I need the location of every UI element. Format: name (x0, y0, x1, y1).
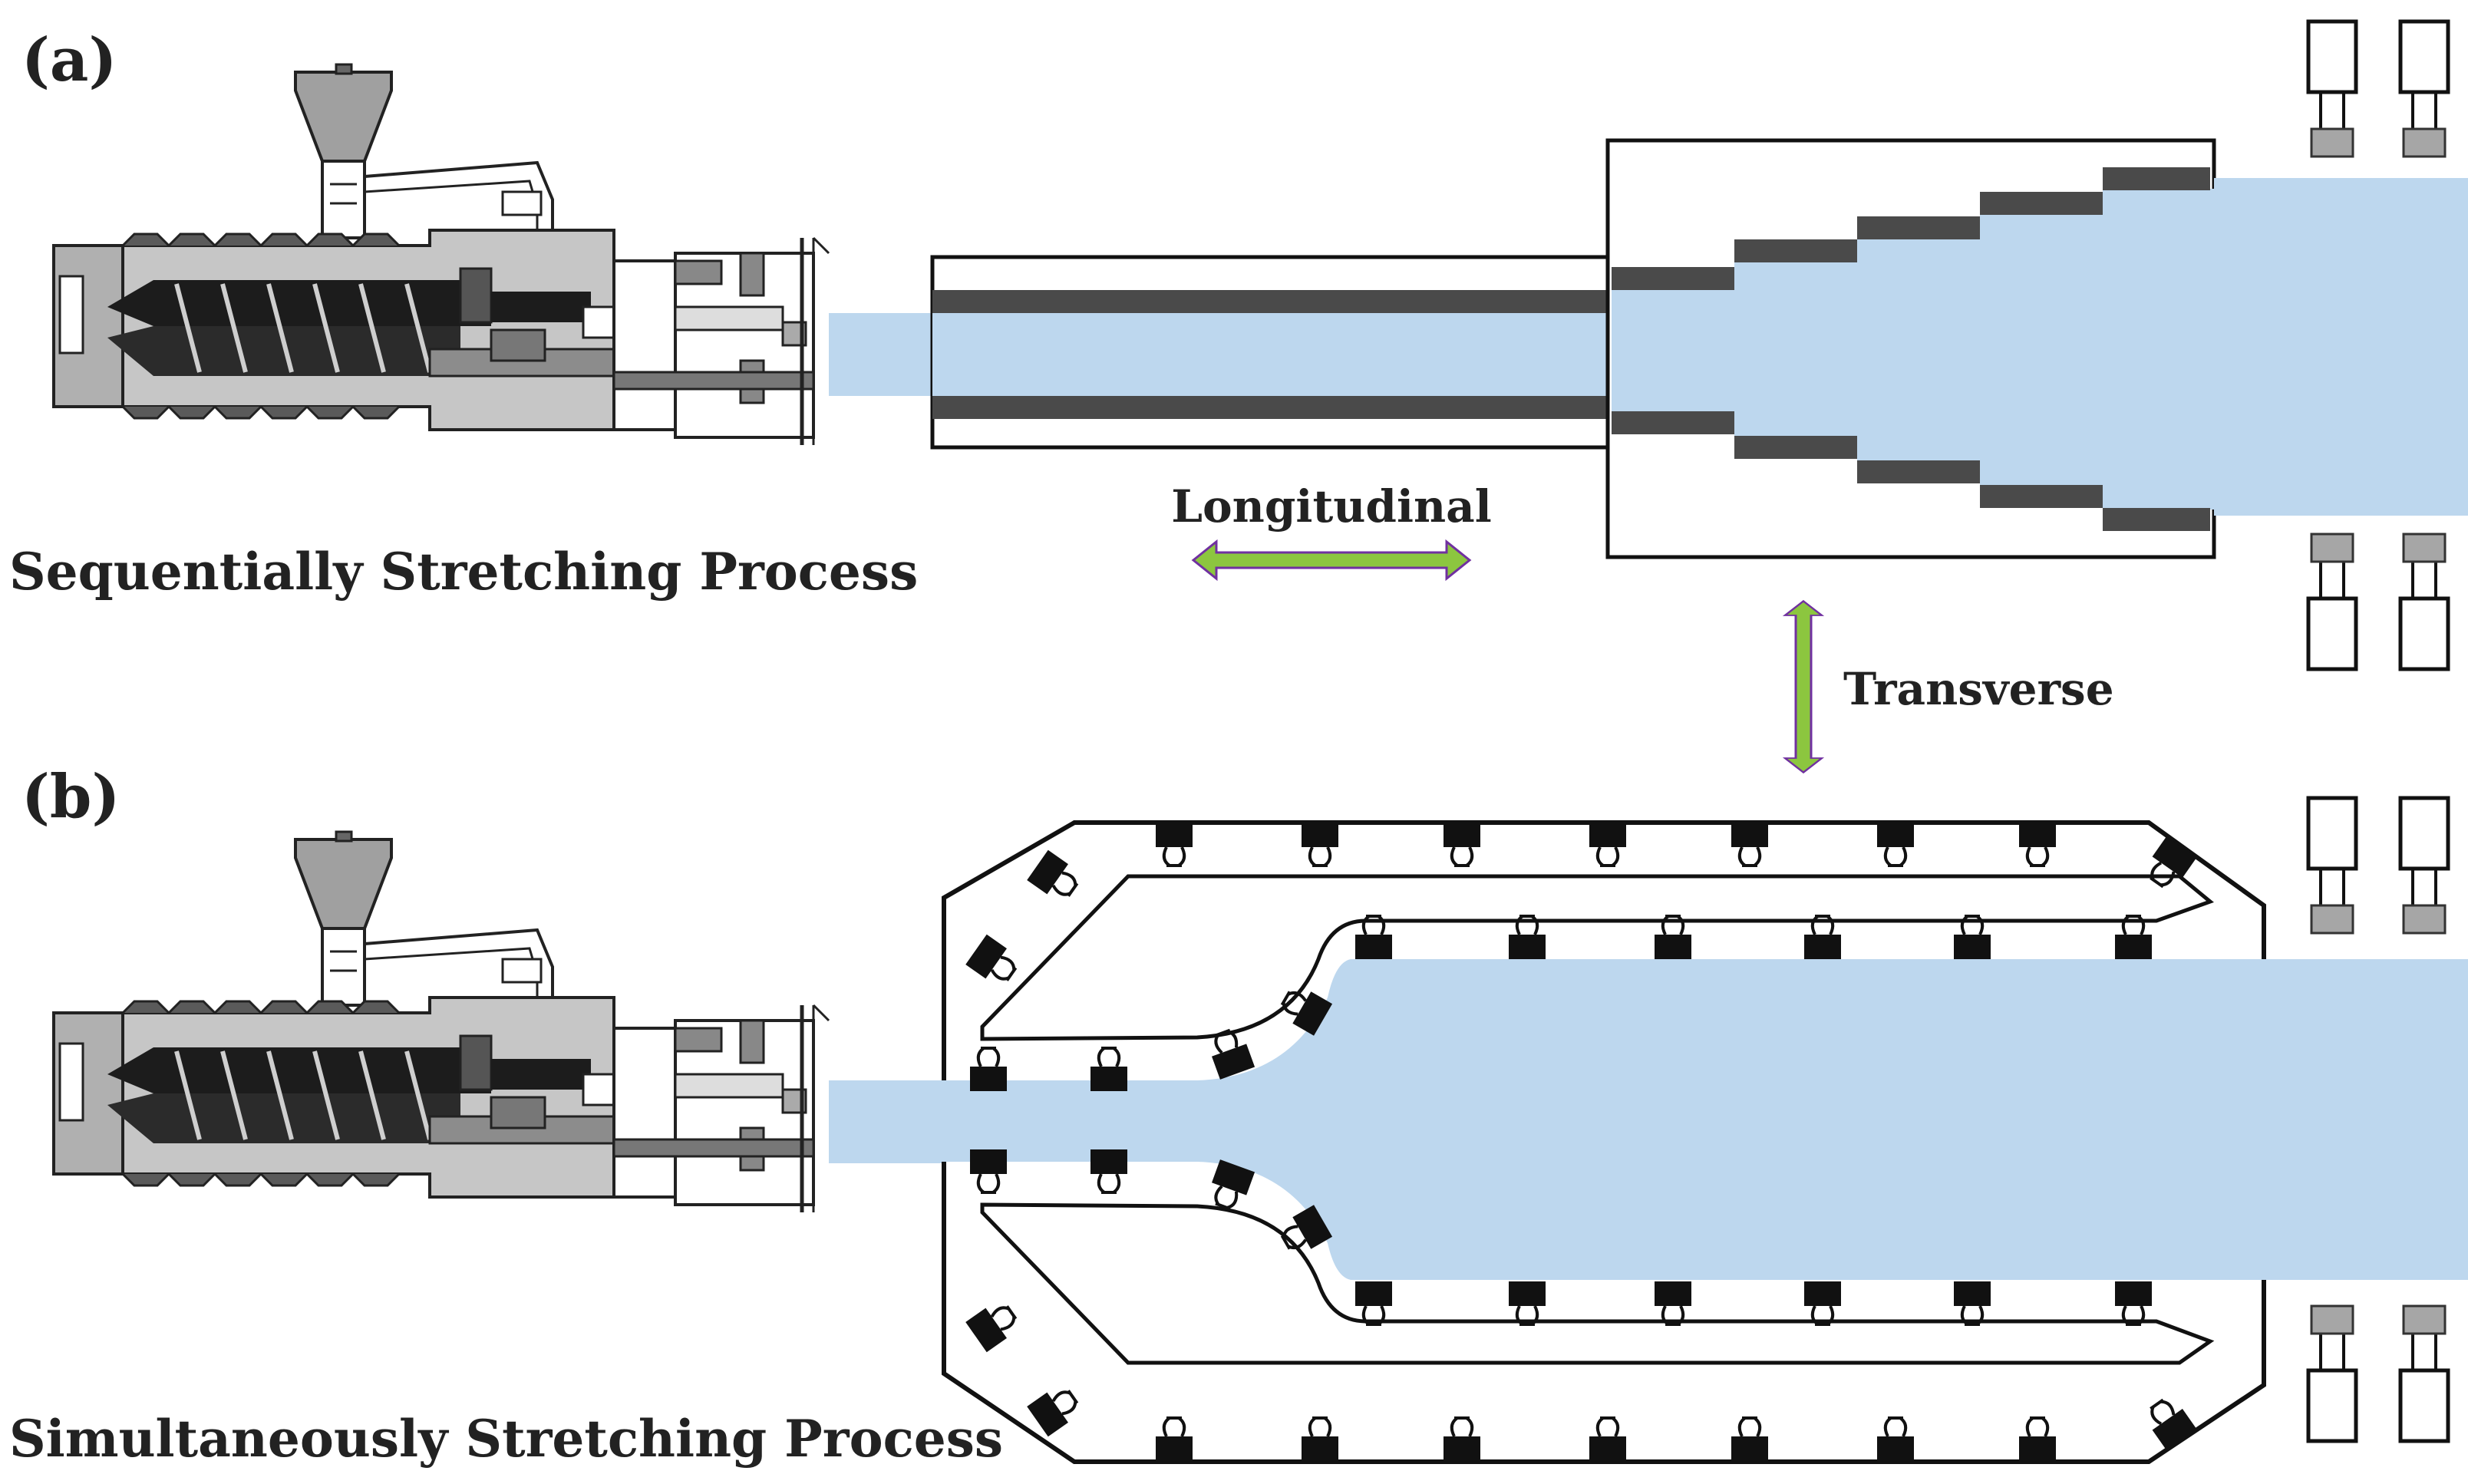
transverse-label: Transverse (1843, 663, 2114, 715)
output-film-b (2264, 959, 2468, 1280)
extruder-icon (54, 832, 829, 1212)
film-strip (829, 313, 936, 396)
panel-b-label: (b) (21, 762, 120, 832)
panel-a-caption: Sequentially Stretching Process (9, 542, 918, 602)
simultaneous-stretching-unit (940, 820, 2272, 1464)
transverse-stretching-unit (1605, 138, 2216, 559)
extruder-icon (54, 64, 829, 445)
panel-b-caption: Simultaneously Stretching Process (9, 1409, 1003, 1469)
panel-a-label: (a) (21, 25, 117, 95)
double-arrow-icon (1192, 540, 1471, 580)
longitudinal-stretching-unit (930, 255, 1610, 450)
longitudinal-label: Longitudinal (1171, 480, 1492, 533)
film-strip (829, 1080, 944, 1163)
double-arrow-icon (1783, 599, 1823, 774)
output-film-a (2214, 178, 2468, 516)
